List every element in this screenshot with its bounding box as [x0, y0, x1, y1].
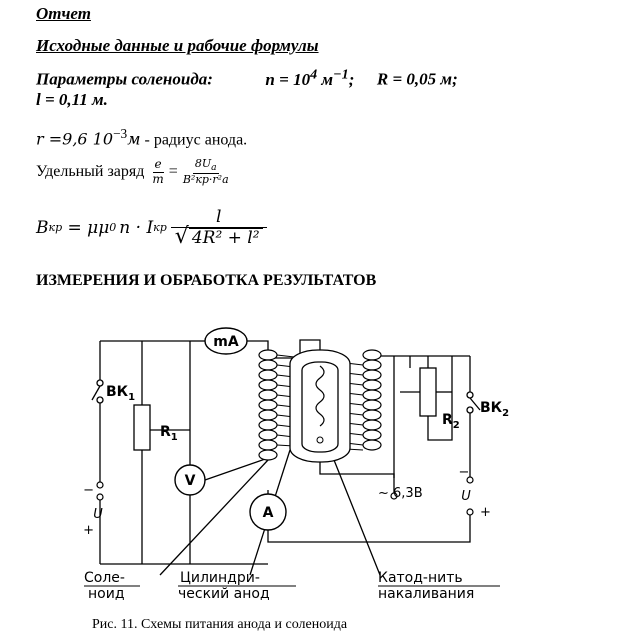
label-cathode-line2: накаливания	[378, 586, 474, 602]
ammeter-label: A	[263, 505, 274, 521]
u-left-minus: −	[83, 483, 94, 498]
r1-label: R1	[160, 424, 178, 443]
param-R: R = 0,05 м;	[376, 69, 458, 89]
u-left-plus: +	[83, 523, 94, 538]
terminal-right-minus	[466, 476, 474, 484]
solenoid-right-coils	[362, 349, 382, 451]
circuit-diagram: mA V A ВК1 ВК2 R1 R2 − U + − U + ~ 6,3В …	[83, 327, 509, 602]
anode-radius: r =9,6 10−3м - радиус анода.	[36, 126, 248, 149]
solenoid-params-row: Параметры соленоида: n = 104 м−1; R = 0,…	[36, 66, 458, 90]
specific-charge-rhs: 8Ua B²кр·r²a	[182, 157, 229, 187]
label-solenoid-line1: Соле-	[84, 570, 125, 586]
anode-tube	[289, 349, 351, 463]
ac-voltage-label: ~ 6,3В	[378, 486, 423, 501]
param-l: l = 0,11 м.	[36, 90, 108, 109]
r2-label: R2	[442, 412, 460, 431]
cathode-filament	[315, 365, 325, 427]
voltmeter-label: V	[185, 473, 196, 489]
vk1-label: ВК1	[106, 384, 135, 403]
report-title: Отчет	[36, 4, 91, 23]
param-n: n = 104 м−1;	[265, 66, 355, 89]
u-left-label: U	[93, 507, 103, 522]
specific-charge-label: Удельный заряд	[36, 163, 145, 181]
switch-vk1	[91, 379, 104, 404]
solenoid-label: Параметры соленоида:	[36, 69, 213, 89]
cathode-node	[316, 436, 324, 444]
terminal-ac	[390, 492, 398, 500]
ammeter	[249, 493, 287, 531]
label-anode-line2: ческий анод	[178, 586, 270, 602]
terminal-right-plus	[466, 508, 474, 516]
section-initial-data: Исходные данные и рабочие формулы	[36, 36, 319, 55]
section-measurements: ИЗМЕРЕНИЯ И ОБРАБОТКА РЕЗУЛЬТАТОВ	[36, 272, 377, 289]
u-right-label: U	[461, 489, 471, 504]
label-solenoid-line2: ноид	[88, 586, 125, 602]
vk2-label: ВК2	[480, 400, 509, 419]
milliammeter-label: mA	[213, 334, 239, 350]
u-right-minus: −	[459, 465, 470, 480]
specific-charge-formula: Удельный заряд e m = 8Ua B²кр·r²a	[36, 157, 229, 187]
voltmeter	[174, 464, 206, 496]
figure-caption: Рис. 11. Схемы питания анода и соленоида	[92, 617, 348, 632]
switch-vk2	[466, 391, 481, 414]
specific-charge-lhs: e m	[152, 157, 164, 186]
label-cathode-line1: Катод-нить	[378, 570, 463, 586]
u-right-plus: +	[480, 505, 491, 520]
terminal-left-minus	[96, 481, 104, 489]
terminal-left-plus	[96, 493, 104, 501]
solenoid-left-coils	[258, 349, 278, 461]
milliammeter	[204, 327, 248, 355]
label-anode-line1: Цилиндри-	[180, 570, 260, 586]
